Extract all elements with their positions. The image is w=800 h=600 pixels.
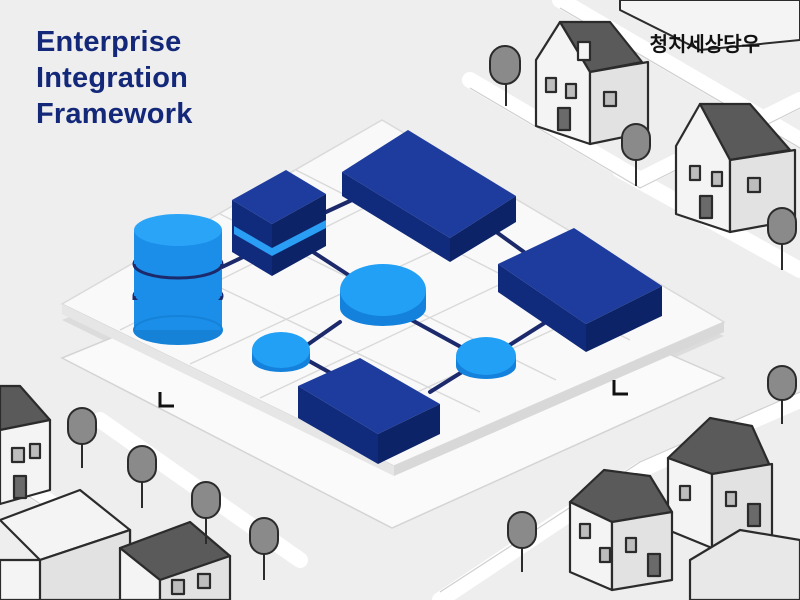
title-line-3: Framework	[36, 98, 193, 130]
node-circle-icon	[340, 264, 426, 326]
tree-icon	[67, 407, 97, 468]
house-icon	[568, 468, 674, 592]
tree-icon	[767, 207, 797, 270]
tree-icon	[127, 445, 157, 508]
tree-icon	[621, 123, 651, 186]
house-icon	[0, 384, 52, 506]
house-icon	[118, 520, 232, 600]
diagram-title: Enterprise Integration Framework	[36, 24, 193, 132]
title-line-1: Enterprise	[36, 26, 182, 58]
house-icon	[688, 528, 800, 600]
application-block-right	[498, 228, 662, 352]
node-circle-icon	[456, 337, 516, 379]
node-circle-icon	[252, 332, 310, 372]
house-icon	[619, 0, 800, 51]
tree-icon	[507, 511, 537, 572]
application-block-bottom	[298, 358, 440, 464]
application-block-top	[342, 130, 516, 262]
title-line-2: Integration	[36, 62, 189, 94]
tree-icon	[489, 45, 521, 106]
house-icon	[666, 416, 774, 550]
house-icon	[0, 488, 132, 600]
tree-icon	[249, 517, 279, 580]
server-block-icon	[232, 170, 326, 276]
database-cylinder-icon	[132, 214, 224, 345]
tree-icon	[191, 481, 221, 544]
brand-text: 청치세상당우	[649, 32, 760, 56]
tree-icon	[767, 365, 797, 424]
